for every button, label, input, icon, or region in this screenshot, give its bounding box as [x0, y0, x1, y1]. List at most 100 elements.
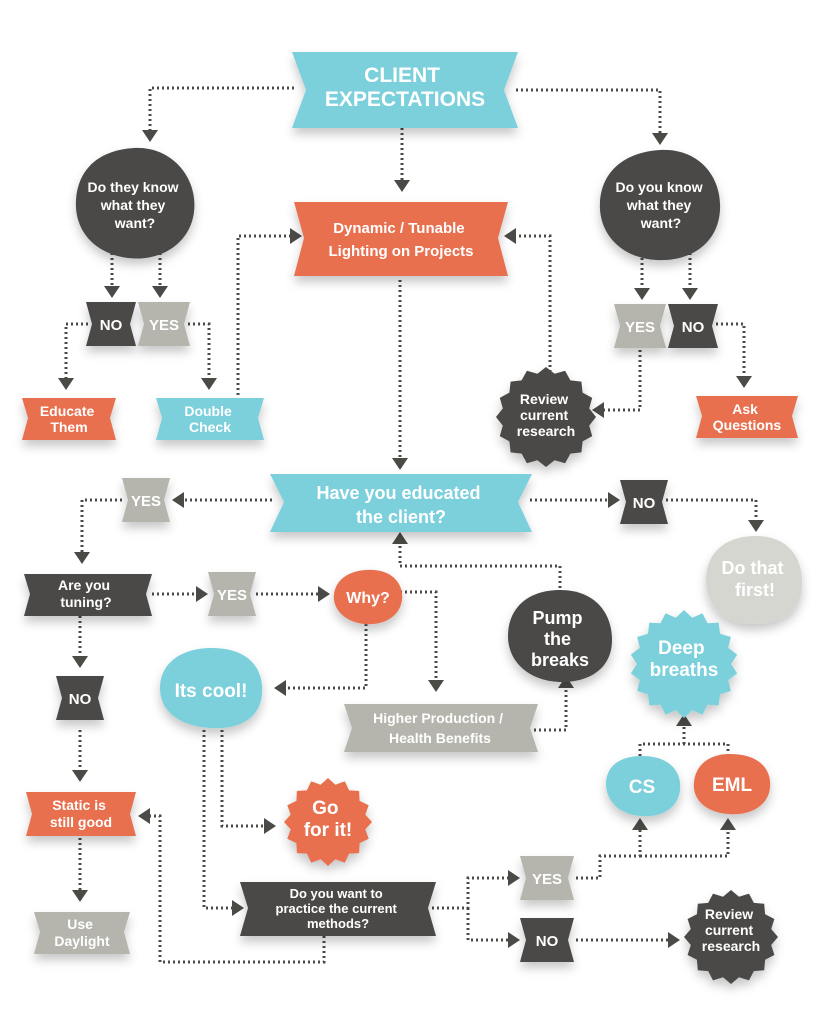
arrowhead: [392, 458, 408, 470]
connector-review-to-dynamic: [516, 234, 552, 372]
blob-shape: [606, 756, 681, 817]
you-know-question-node: Do you know what they want?: [599, 149, 721, 261]
bowtie-shape: [208, 572, 256, 616]
educated-client-node: Have you educated the client?: [270, 474, 532, 532]
node-label: Higher Production / Health Benefits: [373, 710, 507, 746]
arrowhead: [720, 818, 736, 830]
arrowhead: [72, 770, 88, 782]
ribbon-shape: [34, 912, 130, 954]
node-label: Its cool!: [175, 681, 248, 702]
arrowhead: [592, 402, 604, 418]
blob-shape: [160, 648, 263, 729]
connector-why-to-higher: [400, 590, 438, 680]
blob-shape: [508, 590, 612, 682]
ribbon-shape: [270, 474, 532, 532]
badge-shape: [684, 890, 778, 984]
tuning-no-node: NO: [56, 676, 104, 720]
higher-production-node: Higher Production / Health Benefits: [344, 704, 538, 752]
ribbon-shape: [156, 398, 264, 440]
arrowhead: [72, 890, 88, 902]
arrowhead: [748, 520, 764, 532]
connector-practice-to-no: [466, 908, 508, 942]
node-label: Use Daylight: [54, 916, 110, 949]
connector-cs-eml-to-deep: [638, 726, 730, 756]
right-yes-node: YES: [614, 304, 666, 348]
ribbon-shape: [26, 792, 136, 836]
are-you-tuning-node: Are you tuning?: [24, 574, 152, 616]
connector-yes-to-cs-eml: [576, 830, 642, 880]
node-label: YES: [131, 493, 161, 510]
client-expectations-node: CLIENT EXPECTATIONS: [292, 52, 518, 128]
node-label: CS: [629, 777, 655, 798]
connector-cool-to-practice: [202, 720, 232, 910]
node-label: NO: [682, 319, 705, 336]
practice-yes-node: YES: [520, 856, 574, 900]
connector-practice-to-yes: [432, 876, 508, 910]
connector-no-to-do-first: [666, 498, 758, 520]
connector-lines: [58, 86, 764, 964]
arrowhead: [394, 180, 410, 192]
static-still-good-node: Static is still good: [26, 792, 136, 836]
node-label: Go for it!: [304, 798, 353, 841]
they-know-question-node: Do they know what they want?: [75, 147, 195, 259]
arrowhead: [632, 818, 648, 830]
arrowhead: [264, 818, 276, 834]
do-that-first-node: Do that first!: [706, 536, 803, 624]
node-label: CLIENT EXPECTATIONS: [325, 64, 485, 111]
node-label: Review current research: [517, 391, 575, 439]
arrowhead: [504, 228, 516, 244]
node-label: Deep breaths: [650, 638, 719, 681]
ribbon-shape: [22, 398, 116, 440]
bowtie-shape: [122, 478, 170, 522]
badge-shape: [630, 610, 738, 718]
ribbon-shape: [24, 574, 152, 616]
arrowhead: [232, 900, 244, 916]
arrowhead: [274, 680, 286, 696]
double-check-node: Double Check: [156, 398, 264, 440]
educated-yes-node: YES: [122, 478, 170, 522]
arrowhead: [652, 133, 668, 145]
blob-shape: [599, 149, 721, 261]
bowtie-shape: [620, 480, 668, 524]
arrowhead: [736, 376, 752, 388]
arrowhead: [392, 532, 408, 544]
arrowhead: [668, 932, 680, 948]
review-research-top-node: Review current research: [496, 367, 596, 467]
educate-them-node: Educate Them: [22, 398, 116, 440]
use-daylight-node: Use Daylight: [34, 912, 130, 954]
node-label: Review current research: [702, 906, 760, 954]
arrowhead: [196, 586, 208, 602]
node-label: YES: [149, 317, 179, 334]
eml-node: EML: [693, 754, 771, 815]
bowtie-shape: [86, 302, 136, 346]
bowtie-shape: [668, 304, 718, 348]
ribbon-shape: [294, 202, 508, 276]
connector-no-to-ask: [716, 322, 746, 376]
review-research-bottom-node: Review current research: [684, 890, 778, 984]
bowtie-shape: [56, 676, 104, 720]
educated-no-node: NO: [620, 480, 668, 524]
node-label: Do that first!: [721, 558, 788, 600]
arrowhead: [72, 656, 88, 668]
arrowhead: [634, 288, 650, 300]
arrowhead: [58, 378, 74, 390]
bowtie-shape: [138, 302, 190, 346]
left-no-node: NO: [86, 302, 136, 346]
connector-expectations-to-you-know: [516, 88, 662, 133]
blob-shape: [706, 536, 803, 624]
node-label: NO: [536, 933, 559, 950]
arrowhead: [290, 228, 302, 244]
cs-node: CS: [606, 756, 681, 817]
arrowhead: [172, 492, 184, 508]
ribbon-shape: [292, 52, 518, 128]
connector-expectations-to-they-know: [148, 86, 294, 130]
arrowhead: [608, 492, 620, 508]
deep-breaths-node: Deep breaths: [630, 610, 738, 718]
blob-shape: [75, 147, 195, 259]
node-label: Dynamic / Tunable Lighting on Projects: [329, 220, 474, 260]
node-label: Have you educated the client?: [316, 483, 485, 527]
arrowhead: [508, 932, 520, 948]
left-yes-node: YES: [138, 302, 190, 346]
node-label: Static is still good: [50, 797, 112, 830]
node-label: NO: [633, 495, 656, 512]
